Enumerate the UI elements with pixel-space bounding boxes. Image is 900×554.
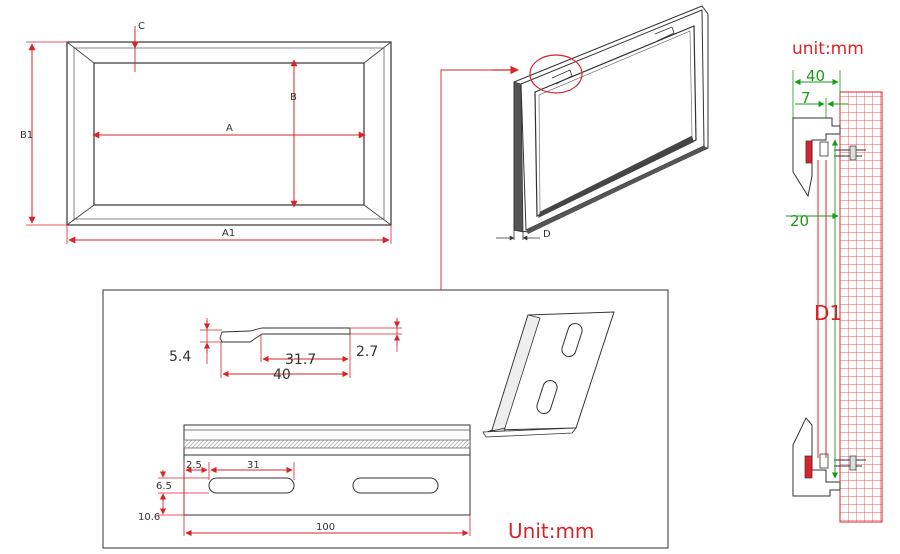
section-unit-label: unit:mm	[792, 39, 864, 59]
brick-wall	[839, 91, 883, 523]
rail-dim-10-6: 10.6	[138, 512, 160, 523]
profile-dim-31-7: 31.7	[285, 352, 316, 368]
section-dim-40: 40	[806, 67, 825, 85]
section-bottom-bracket	[792, 417, 866, 497]
frame-inner	[93, 62, 365, 206]
rail-slot-right	[352, 477, 439, 494]
detail-leader-line	[440, 69, 512, 290]
profile-side-view: 5.4 31.7 2.7 40	[169, 318, 402, 383]
rail-slot-left	[208, 477, 295, 494]
rail-dim-2-5: 2.5	[186, 460, 202, 471]
detail-panel: 5.4 31.7 2.7 40	[102, 289, 669, 549]
rail-dim-31: 31	[247, 460, 260, 471]
label-a: A	[226, 123, 233, 134]
rail-dim-100: 100	[316, 522, 335, 533]
profile-dim-40: 40	[273, 367, 291, 383]
label-b1: B1	[20, 130, 33, 141]
section-dim-d1: D1	[814, 301, 842, 325]
rail-front-view: 2.5 31 6.5 10.6 100	[138, 424, 471, 537]
section-view: unit:mm 40 7	[786, 39, 883, 523]
perspective-view: D	[440, 5, 709, 290]
section-dim-7: 7	[801, 89, 811, 107]
label-d: D	[543, 229, 551, 240]
profile-dim-2-7: 2.7	[356, 344, 378, 360]
detail-highlight-ellipse	[529, 54, 583, 94]
label-b: B	[290, 92, 297, 103]
profile-dim-5-4: 5.4	[169, 349, 191, 365]
frame-outer	[66, 41, 392, 226]
front-view: C B A B1 A1	[20, 21, 392, 244]
rail-3d-view	[482, 311, 615, 438]
section-dim-20: 20	[790, 212, 809, 230]
label-c: C	[138, 21, 145, 32]
rail-dim-6-5: 6.5	[156, 481, 172, 492]
frame-bevel	[73, 47, 385, 220]
section-top-bracket	[792, 117, 866, 198]
label-a1: A1	[222, 228, 235, 239]
detail-unit-label: Unit:mm	[508, 519, 594, 543]
